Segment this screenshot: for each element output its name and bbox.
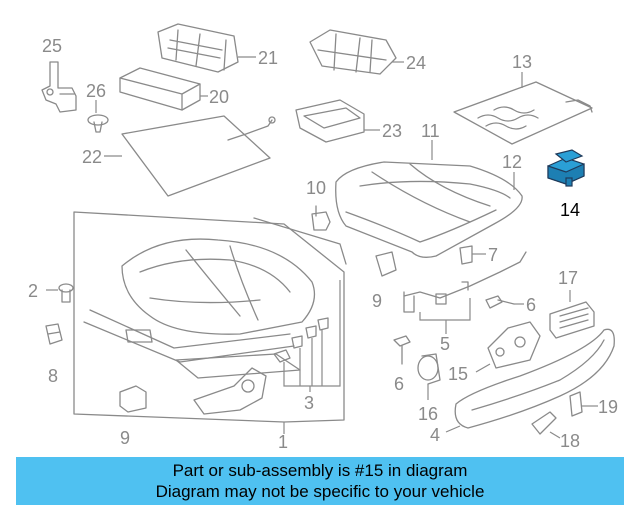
part-5-drawing xyxy=(403,251,527,313)
part-15-drawing xyxy=(547,149,585,187)
callout-21: 20 xyxy=(209,87,229,107)
callout-3: 3 xyxy=(304,393,314,413)
part-12-drawing xyxy=(335,161,523,258)
part-1-drawing xyxy=(73,211,347,423)
banner-line-2: Diagram may not be specific to your vehi… xyxy=(155,482,485,501)
part-24-drawing xyxy=(295,99,365,143)
callout-23: 22 xyxy=(82,147,102,167)
info-banner: Part or sub-assembly is #15 in diagram D… xyxy=(16,457,624,505)
callout-9: 9 xyxy=(120,428,130,448)
callout-11: 9 xyxy=(372,291,382,311)
part-22-drawing xyxy=(157,23,239,73)
part-25-drawing xyxy=(309,29,397,75)
callout-8: 8 xyxy=(48,366,58,386)
callout-26: 25 xyxy=(42,36,62,56)
part-2-drawing xyxy=(58,283,74,303)
callout-15: 14 xyxy=(560,200,580,220)
callout-20: 19 xyxy=(598,397,618,417)
callout-6-lower: 6 xyxy=(394,374,404,394)
part-10-drawing xyxy=(311,205,331,231)
callout-14: 13 xyxy=(512,52,532,72)
callout-19: 18 xyxy=(560,431,580,451)
part-23-drawing xyxy=(121,115,276,197)
part-6-upper-drawing xyxy=(485,295,515,309)
callout-25: 24 xyxy=(406,53,426,73)
part-11-drawing xyxy=(375,251,397,277)
callout-2: 2 xyxy=(28,281,38,301)
part-21-drawing xyxy=(119,67,201,111)
callout-1: 1 xyxy=(278,432,288,452)
banner-line-1: Part or sub-assembly is #15 in diagram xyxy=(172,461,468,480)
part-9-drawing xyxy=(119,385,147,413)
callout-22: 21 xyxy=(258,48,278,68)
parts-diagram: 25 26 21 20 24 13 22 23 11 12 14 10 7 17… xyxy=(28,23,618,452)
callout-16: 15 xyxy=(448,364,468,384)
part-18-drawing xyxy=(549,301,595,339)
part-motor-drawing xyxy=(193,367,267,415)
part-27-drawing xyxy=(87,114,109,133)
part-17-drawing xyxy=(417,353,441,385)
part-4-drawing xyxy=(454,328,615,429)
part-19-drawing xyxy=(531,411,557,435)
callout-6-upper: 6 xyxy=(526,295,536,315)
part-26-drawing xyxy=(41,61,77,113)
part-8-drawing xyxy=(45,323,63,345)
part-6-lower-drawing xyxy=(393,335,411,365)
callout-7: 7 xyxy=(488,245,498,265)
callout-24: 23 xyxy=(382,121,402,141)
callout-17: 16 xyxy=(418,404,438,424)
callout-5: 5 xyxy=(440,334,450,354)
callout-27: 26 xyxy=(86,81,106,101)
callout-13: 12 xyxy=(502,152,522,172)
part-14-drawing xyxy=(453,81,593,145)
part-20-drawing xyxy=(569,391,583,417)
callout-12: 11 xyxy=(421,121,440,141)
callout-18: 17 xyxy=(558,268,578,288)
part-7-drawing xyxy=(459,245,473,265)
callout-10: 10 xyxy=(306,178,326,198)
part-16-drawing xyxy=(487,321,541,369)
callout-4: 4 xyxy=(430,425,440,445)
part-3-drawing xyxy=(273,317,329,363)
